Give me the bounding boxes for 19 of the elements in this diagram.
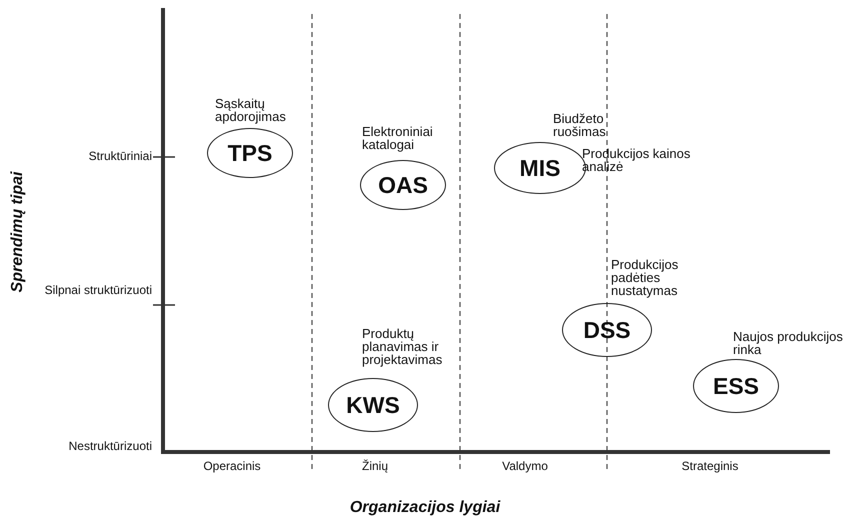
annotation-text: Produktų planavimas ir projektavimas: [362, 327, 444, 366]
category-label: Valdymo: [501, 460, 549, 473]
category-label: Žinių: [360, 460, 389, 473]
ellipse-node: ESS: [693, 359, 779, 413]
category-label: Operacinis: [202, 460, 262, 473]
tick-label: Struktūriniai: [88, 150, 152, 163]
annotation-text: Elektroniniai katalogai: [362, 125, 434, 151]
annotation-text: Biudžeto ruošimas: [553, 112, 607, 138]
axis-title: Sprendimų tipai: [9, 172, 27, 292]
annotation-text: Naujos produkcijos rinka: [733, 330, 844, 356]
ellipse-node: DSS: [562, 303, 652, 357]
ellipse-node: TPS: [207, 128, 293, 178]
annotation-text: Sąskaitų apdorojimas: [215, 97, 287, 123]
ellipse-node: OAS: [360, 160, 446, 210]
ellipse-node: KWS: [328, 378, 418, 432]
tick-label: Nestruktūrizuoti: [68, 440, 152, 453]
category-label: Strateginis: [680, 460, 740, 473]
annotation-text: Produkcijos padėties nustatymas: [611, 258, 680, 297]
axis-title: Organizacijos lygiai: [348, 499, 502, 517]
